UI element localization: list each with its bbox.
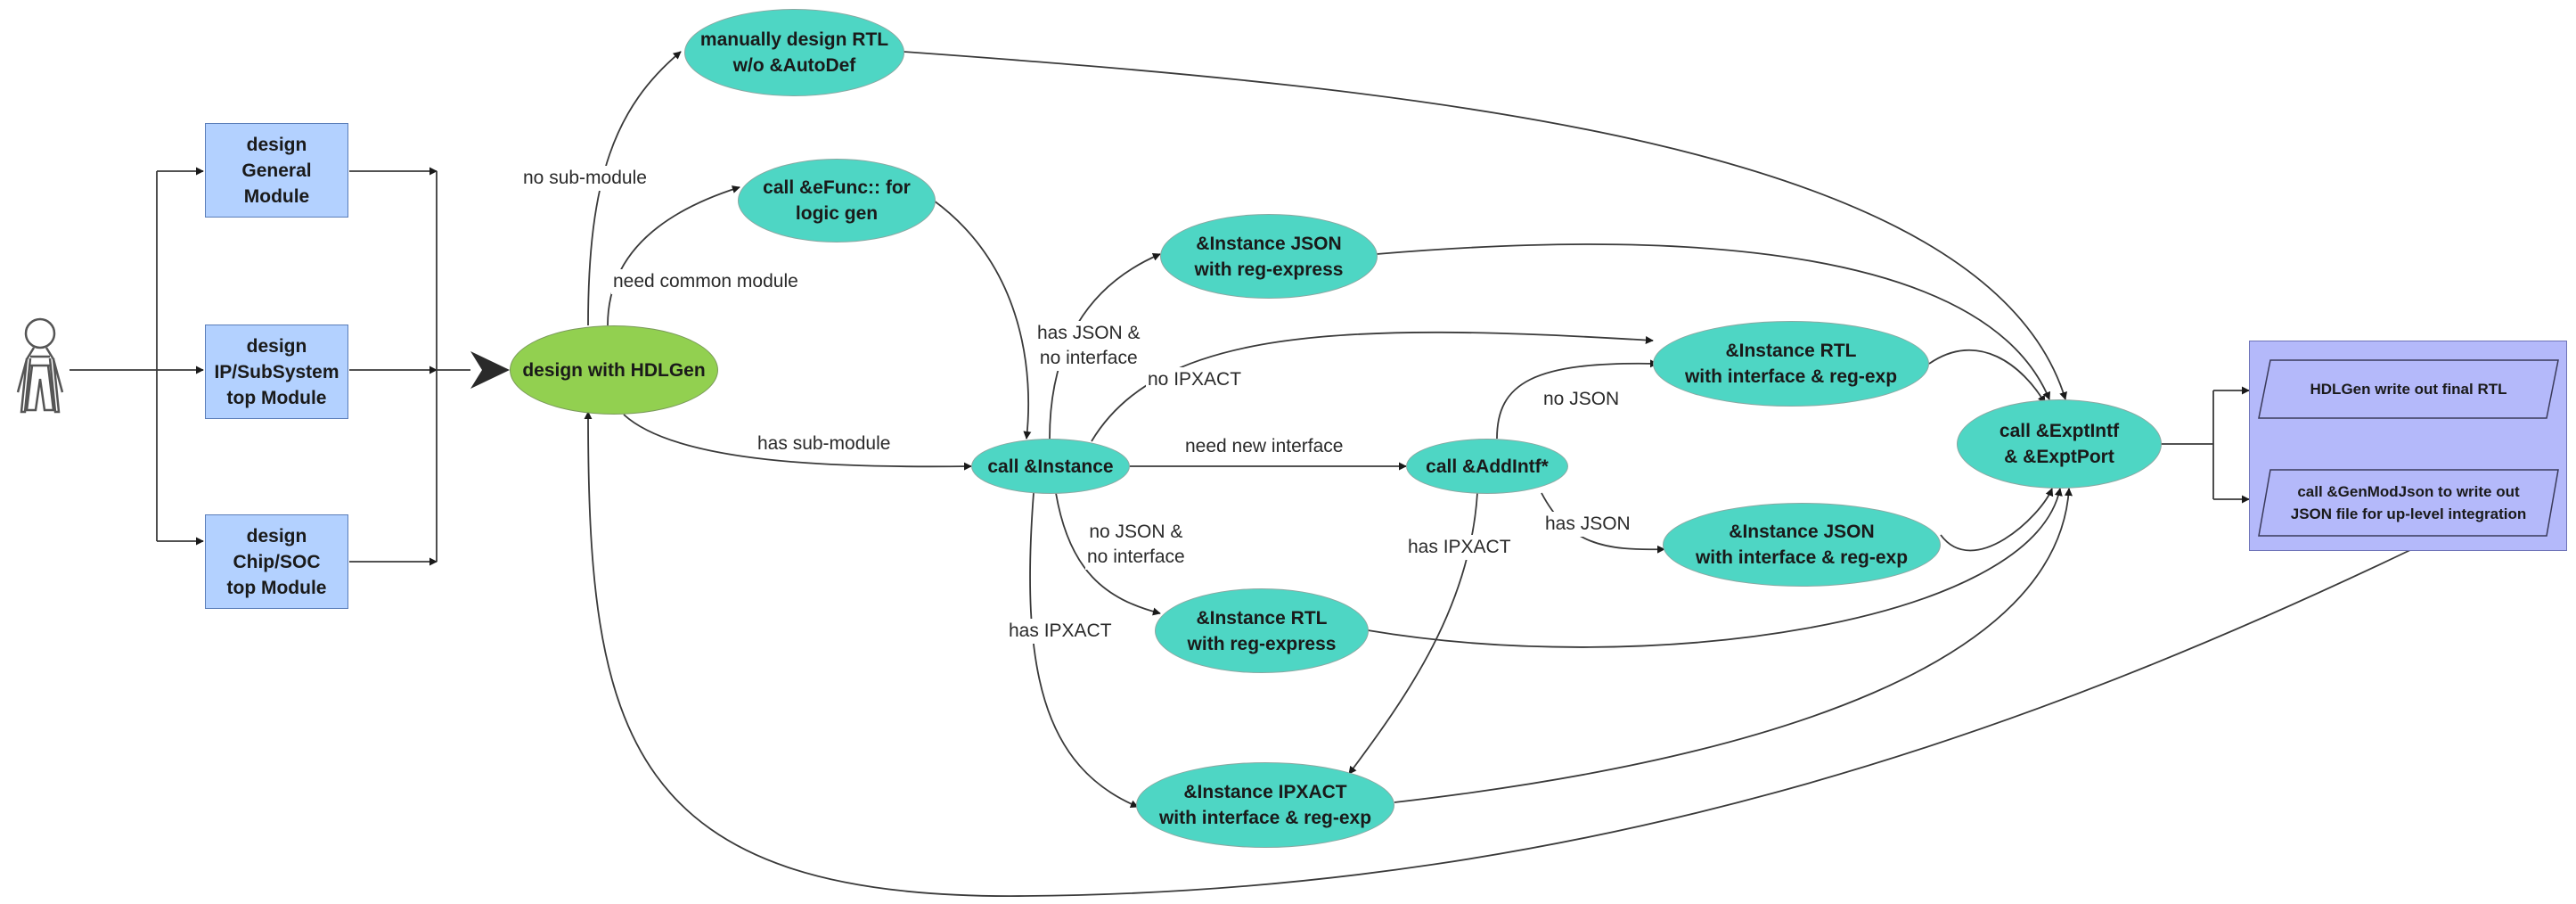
node-design-general[interactable]: design General Module xyxy=(205,123,348,218)
node-design-with-hdlgen[interactable]: design with HDLGen xyxy=(510,325,718,415)
node-manual-rtl-label: manually design RTL w/o &AutoDef xyxy=(699,29,889,76)
node-write-json[interactable]: call &GenModJson to write out JSON file … xyxy=(2258,469,2559,537)
parallelogram-shape xyxy=(2258,359,2559,419)
node-hdlgen-label: design with HDLGen xyxy=(522,359,706,381)
node-instance-ipxact-label: &Instance IPXACT with interface & reg-ex… xyxy=(1158,782,1372,828)
node-call-efunc[interactable]: call &eFunc:: for logic gen xyxy=(738,159,936,242)
edge-json-regex-to-expt xyxy=(1376,243,2051,400)
node-instance-rtl-intf[interactable]: &Instance RTL with interface & reg-exp xyxy=(1653,321,1929,407)
node-design-chip-label: design Chip/SOC top Module xyxy=(226,525,327,598)
edge-efunc-to-instance xyxy=(933,200,1032,440)
node-design-ip-label: design IP/SubSystem top Module xyxy=(214,335,339,408)
node-instance-json-regex-label: &Instance JSON with reg-express xyxy=(1194,233,1344,280)
edge-need-common xyxy=(607,185,740,326)
label-no-json: no JSON xyxy=(1542,387,1622,412)
node-instance-json-regex[interactable]: &Instance JSON with reg-express xyxy=(1160,214,1378,299)
edge-has-json xyxy=(1541,492,1665,554)
node-write-json-label: call &GenModJson to write out JSON file … xyxy=(2290,483,2527,522)
node-call-addintf[interactable]: call &AddIntf* xyxy=(1406,439,1568,494)
label-has-json: has JSON xyxy=(1543,512,1632,537)
label-need-new-interface: need new interface xyxy=(1183,434,1345,459)
node-design-chip-soc[interactable]: design Chip/SOC top Module xyxy=(205,514,348,609)
node-design-general-label: design General Module xyxy=(241,134,312,207)
edge-no-json xyxy=(1496,359,1658,440)
person-icon xyxy=(16,317,64,414)
label-no-ipxact: no IPXACT xyxy=(1146,367,1244,392)
parallelogram-shape xyxy=(2258,469,2559,537)
edge-rtl-regex-to-expt xyxy=(1367,488,2063,648)
node-call-expt-label: call &ExptIntf & &ExptPort xyxy=(1999,421,2120,467)
label-has-ipxact-2: has IPXACT xyxy=(1406,535,1513,560)
edge-has-submodule xyxy=(623,414,972,471)
label-has-json-no-interface: has JSON & no interface xyxy=(1035,321,1142,371)
node-write-final-rtl[interactable]: HDLGen write out final RTL xyxy=(2258,359,2559,419)
label-no-sub-module: no sub-module xyxy=(521,166,649,191)
edge-has-ipxact-1 xyxy=(1029,492,1139,809)
node-manually-design-rtl[interactable]: manually design RTL w/o &AutoDef xyxy=(684,9,904,96)
label-has-ipxact-1: has IPXACT xyxy=(1007,619,1114,644)
merge-arrowhead xyxy=(470,351,510,389)
node-instance-rtl-intf-label: &Instance RTL with interface & reg-exp xyxy=(1684,341,1898,387)
edge-ipxact-to-expt xyxy=(1394,488,2073,803)
edge-loop-back xyxy=(584,411,2411,897)
label-need-common-module: need common module xyxy=(611,269,800,294)
edge-no-json-no-intf xyxy=(1055,492,1161,616)
node-call-addintf-label: call &AddIntf* xyxy=(1426,456,1549,477)
edge-no-ipxact xyxy=(1091,331,1654,442)
node-design-ip-subsystem[interactable]: design IP/SubSystem top Module xyxy=(205,325,348,419)
node-instance-rtl-regex-label: &Instance RTL with reg-express xyxy=(1187,607,1337,654)
edge-rtl-intf-to-expt xyxy=(1928,349,2046,404)
edge-json-intf-to-expt xyxy=(1940,488,2054,552)
label-has-sub-module: has sub-module xyxy=(756,431,893,456)
node-write-final-rtl-label: HDLGen write out final RTL xyxy=(2310,381,2507,398)
edge-manual-to-expt xyxy=(903,51,2067,400)
node-instance-json-intf-label: &Instance JSON with interface & reg-exp xyxy=(1695,522,1909,568)
node-call-expt[interactable]: call &ExptIntf & &ExptPort xyxy=(1957,399,2162,489)
output-connectors xyxy=(2160,386,2250,504)
node-instance-json-intf[interactable]: &Instance JSON with interface & reg-exp xyxy=(1663,503,1941,587)
entry-connectors xyxy=(70,167,510,566)
node-call-instance[interactable]: call &Instance xyxy=(971,439,1130,494)
edge-no-submodule xyxy=(587,51,682,326)
label-no-json-no-interface: no JSON & no interface xyxy=(1085,520,1187,570)
node-call-instance-label: call &Instance xyxy=(987,456,1114,477)
node-efunc-label: call &eFunc:: for logic gen xyxy=(763,177,911,224)
node-instance-ipxact[interactable]: &Instance IPXACT with interface & reg-ex… xyxy=(1136,762,1394,848)
node-instance-rtl-regex[interactable]: &Instance RTL with reg-express xyxy=(1155,588,1369,673)
